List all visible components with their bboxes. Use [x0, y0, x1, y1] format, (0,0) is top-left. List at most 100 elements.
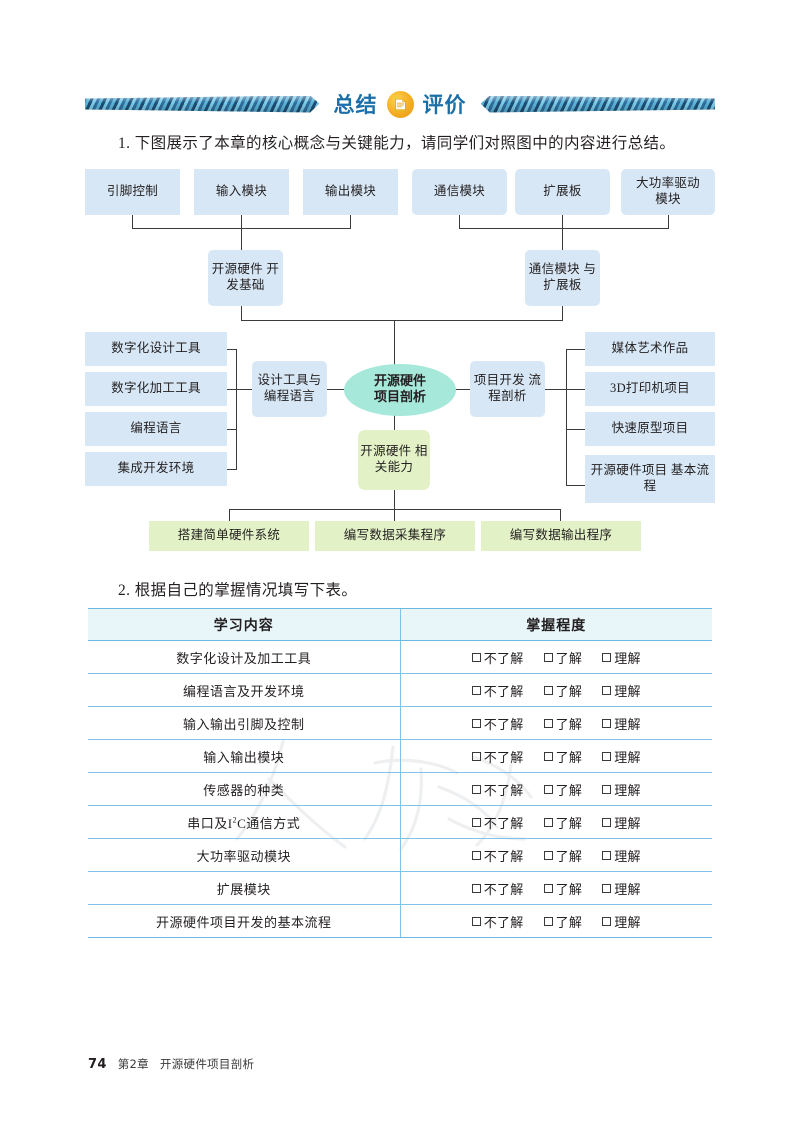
connector: [236, 389, 253, 391]
checkbox-option-3[interactable]: 理解: [602, 846, 641, 865]
diagram-bottom-write-output-program: 编写数据输出程序: [481, 521, 641, 551]
checkbox-icon[interactable]: [602, 817, 612, 827]
center-line-1: 开源硬件: [373, 373, 426, 389]
checkbox-icon[interactable]: [471, 784, 481, 794]
checkbox-option-1[interactable]: 不了解: [471, 879, 524, 898]
checkbox-option-1[interactable]: 不了解: [471, 846, 524, 865]
checkbox-option-1[interactable]: 不了解: [471, 648, 524, 667]
checkbox-icon[interactable]: [471, 751, 481, 761]
checkbox-icon[interactable]: [543, 718, 553, 728]
connector: [132, 215, 134, 229]
checkbox-option-3[interactable]: 理解: [602, 747, 641, 766]
header-title-left: 总结: [333, 93, 378, 117]
checkbox-icon[interactable]: [602, 784, 612, 794]
document-icon: [386, 90, 414, 118]
column-header-content: 学习内容: [88, 608, 400, 641]
checkbox-option-2[interactable]: 了解: [543, 747, 583, 766]
table-row: 数字化设计及加工工具 不了解了解 理解: [88, 640, 712, 674]
checkbox-icon[interactable]: [543, 685, 553, 695]
checkbox-icon[interactable]: [543, 652, 553, 662]
checkbox-option-2[interactable]: 了解: [543, 780, 583, 799]
checkbox-label: 理解: [614, 815, 641, 831]
question-1-text: 1. 下图展示了本章的核心概念与关键能力，请同学们对照图中的内容进行总结。: [118, 135, 676, 152]
checkbox-label: 理解: [614, 650, 641, 666]
checkbox-label: 理解: [614, 881, 641, 897]
diagram-leaf-digital-design-tools: 数字化设计工具: [85, 332, 227, 366]
checkbox-option-2[interactable]: 了解: [543, 681, 583, 700]
checkbox-icon[interactable]: [602, 751, 612, 761]
checkbox-option-3[interactable]: 理解: [602, 912, 641, 931]
checkbox-label: 不了解: [483, 848, 524, 864]
question-2-text: 2. 根据自己的掌握情况填写下表。: [118, 582, 358, 599]
row-mastery-options: 不了解了解 理解: [399, 871, 713, 905]
checkbox-icon[interactable]: [471, 916, 481, 926]
checkbox-option-3[interactable]: 理解: [602, 780, 641, 799]
concept-map-diagram: 引脚控制 输入模块 输出模块 通信模块 扩展板 大功率驱动 模块 开源硬件 开发…: [85, 165, 715, 555]
row-mastery-options: 不了解 了解 理解: [399, 706, 712, 740]
checkbox-icon[interactable]: [471, 817, 481, 827]
checkbox-icon[interactable]: [471, 652, 481, 662]
checkbox-icon[interactable]: [602, 652, 612, 662]
checkbox-option-1[interactable]: 不了解: [471, 912, 524, 931]
checkbox-icon[interactable]: [471, 883, 481, 893]
checkbox-option-1[interactable]: 不了解: [471, 747, 524, 766]
checkbox-label: 了解: [555, 716, 583, 732]
row-learning-content: 开源硬件项目开发的基本流程: [88, 904, 400, 938]
diagram-node-high-power-driver: 大功率驱动 模块: [621, 169, 715, 215]
checkbox-icon[interactable]: [602, 883, 612, 893]
checkbox-option-1[interactable]: 不了解: [471, 681, 524, 700]
row-learning-content: 数字化设计及加工工具: [88, 640, 400, 674]
diagram-leaf-digital-fab-tools: 数字化加工工具: [85, 372, 227, 406]
checkbox-option-3[interactable]: 理解: [602, 681, 641, 700]
row-mastery-options: 不了解 了解 理解: [399, 838, 713, 872]
option-group: 不了解了解 理解: [401, 879, 713, 898]
checkbox-option-2[interactable]: 了解: [543, 912, 583, 931]
checkbox-option-3[interactable]: 理解: [602, 714, 641, 733]
diagram-leaf-media-art: 媒体艺术作品: [585, 332, 715, 366]
checkbox-icon[interactable]: [602, 916, 612, 926]
checkbox-icon[interactable]: [543, 817, 553, 827]
checkbox-option-1[interactable]: 不了解: [471, 714, 524, 733]
connector: [459, 228, 669, 230]
checkbox-icon[interactable]: [602, 685, 612, 695]
checkbox-icon[interactable]: [471, 718, 481, 728]
checkbox-icon[interactable]: [543, 751, 553, 761]
diagram-bottom-write-acquisition-program: 编写数据采集程序: [315, 521, 475, 551]
checkbox-icon[interactable]: [602, 718, 612, 728]
connector: [394, 490, 396, 510]
option-group: 不了解了解理解: [401, 681, 713, 700]
checkbox-option-2[interactable]: 了解: [543, 846, 583, 865]
checkbox-option-3[interactable]: 理解: [602, 879, 641, 898]
connector: [566, 389, 588, 391]
checkbox-option-1[interactable]: 不了解: [471, 780, 524, 799]
connector: [394, 320, 396, 368]
connector: [560, 509, 562, 522]
checkbox-option-2[interactable]: 了解: [543, 813, 583, 832]
connector: [562, 228, 564, 250]
checkbox-label: 了解: [555, 848, 583, 864]
checkbox-icon[interactable]: [543, 916, 553, 926]
checkbox-icon[interactable]: [543, 850, 553, 860]
table-row: 扩展模块不了解了解理解: [88, 871, 713, 905]
diagram-branch-design-tools-and-language: 设计工具与 编程语言: [252, 361, 327, 417]
row-learning-content: 编程语言及开发环境: [88, 673, 400, 707]
checkbox-option-2[interactable]: 了解: [543, 714, 583, 733]
checkbox-icon[interactable]: [543, 784, 553, 794]
checkbox-option-2[interactable]: 了解: [543, 648, 583, 667]
table-row: 传感器的种类不了解了解理解: [88, 772, 712, 806]
center-line-2: 项目剖析: [373, 390, 426, 405]
option-group: 不了解 了解 理解: [401, 846, 713, 865]
checkbox-option-3[interactable]: 理解: [602, 648, 641, 667]
connector: [668, 215, 670, 229]
checkbox-icon[interactable]: [602, 850, 612, 860]
diagram-leaf-3d-printer-project: 3D打印机项目: [585, 372, 715, 406]
diagram-node-output-module: 输出模块: [303, 169, 398, 215]
checkbox-icon[interactable]: [471, 685, 481, 695]
checkbox-icon[interactable]: [471, 850, 481, 860]
checkbox-option-3[interactable]: 理解: [602, 813, 641, 832]
row-learning-content: 串口及I2C通信方式: [88, 805, 400, 839]
checkbox-option-2[interactable]: 了解: [543, 879, 583, 898]
checkbox-option-1[interactable]: 不了解: [471, 813, 524, 832]
checkbox-icon[interactable]: [543, 883, 553, 893]
